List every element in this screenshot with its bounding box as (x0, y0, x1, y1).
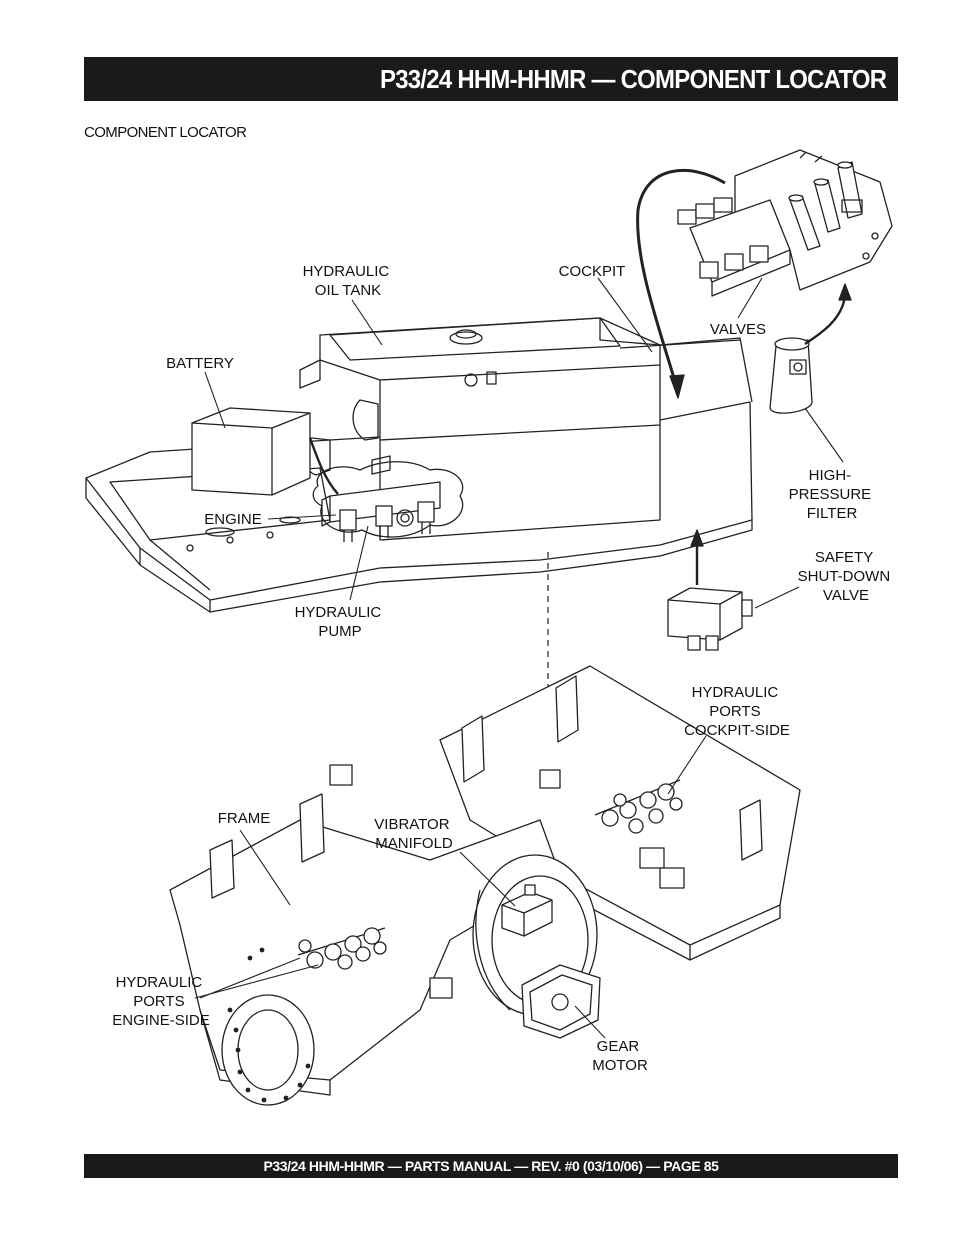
safety-shut-down-valve-shape (667, 587, 753, 651)
gear-motor-shape (521, 964, 601, 1039)
label-hydraulic-ports-cockpit-side: HYDRAULIC PORTS COCKPIT-SIDE (684, 684, 790, 739)
label-valves: VALVES (710, 321, 766, 338)
footer-text: P33/24 HHM-HHMR — PARTS MANUAL — REV. #0… (263, 1158, 719, 1174)
label-hydraulic-ports-engine-side: HYDRAULIC PORTS ENGINE-SIDE (112, 974, 210, 1029)
valves-shape (677, 149, 893, 297)
hydraulic-pump-shape (321, 481, 441, 542)
label-gear-motor: GEAR MOTOR (592, 1038, 648, 1074)
page-header: P33/24 HHM-HHMR — COMPONENT LOCATOR (84, 57, 898, 101)
page-title: P33/24 HHM-HHMR — COMPONENT LOCATOR (379, 63, 887, 94)
label-high-pressure-filter: HIGH- PRESSURE FILTER (789, 467, 876, 522)
label-hydraulic-oil-tank: HYDRAULIC OIL TANK (303, 263, 394, 299)
label-frame: FRAME (218, 810, 271, 827)
label-engine: ENGINE (204, 511, 262, 528)
label-battery: BATTERY (166, 355, 234, 372)
hydraulic-ports-cockpit-side-shape (594, 779, 683, 834)
hydraulic-ports-engine-side-shape (297, 927, 387, 970)
battery-shape (191, 407, 311, 496)
high-pressure-filter-shape (769, 337, 813, 414)
label-vibrator-manifold: VIBRATOR MANIFOLD (374, 816, 453, 852)
leader-lines (194, 277, 844, 1039)
label-hydraulic-pump: HYDRAULIC PUMP (295, 604, 386, 640)
label-safety-shut-down-valve: SAFETY SHUT-DOWN VALVE (798, 549, 895, 604)
chassis-upper-assembly (85, 317, 753, 613)
vibrator-manifold-shape (501, 884, 553, 937)
frame-lower-assembly (169, 665, 801, 1106)
page-footer: P33/24 HHM-HHMR — PARTS MANUAL — REV. #0… (84, 1154, 898, 1178)
label-cockpit: COCKPIT (559, 263, 626, 280)
section-title: COMPONENT LOCATOR (84, 124, 247, 141)
